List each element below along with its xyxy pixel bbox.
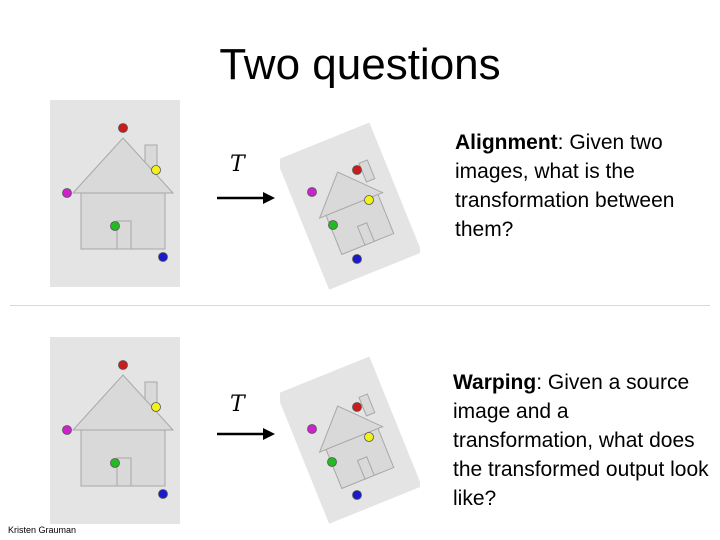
green-point <box>327 457 337 467</box>
transformed-house-image-1 <box>280 122 420 290</box>
red-point <box>352 165 362 175</box>
red-point <box>118 360 128 370</box>
red-point <box>352 402 362 412</box>
green-point <box>328 220 338 230</box>
blue-point <box>158 252 168 262</box>
warping-description: Warping: Given a source image and a tran… <box>453 368 711 513</box>
transform-label: T <box>230 152 245 177</box>
alignment-heading: Alignment <box>455 131 558 154</box>
yellow-point <box>364 432 374 442</box>
slide-title: Two questions <box>219 40 501 89</box>
green-point <box>110 221 120 231</box>
warping-heading: Warping <box>453 371 537 394</box>
magenta-point <box>62 425 72 435</box>
warping-text: : Given a source image and a transformat… <box>453 371 709 510</box>
transformed-house-image-2 <box>280 356 420 524</box>
author-credit: Kristen Grauman <box>8 525 77 535</box>
yellow-point <box>364 195 374 205</box>
source-house-image-1 <box>50 100 180 287</box>
transform-label: T <box>230 392 245 417</box>
source-house-image-2 <box>50 337 180 524</box>
magenta-point <box>62 188 72 198</box>
green-point <box>110 458 120 468</box>
magenta-point <box>307 187 317 197</box>
alignment-text: : Given two images, what is the transfor… <box>455 131 675 241</box>
arrow-right-icon <box>217 428 275 440</box>
blue-point <box>158 489 168 499</box>
yellow-point <box>151 402 161 412</box>
red-point <box>118 123 128 133</box>
magenta-point <box>307 424 317 434</box>
blue-point <box>352 490 362 500</box>
arrow-right-icon <box>217 192 275 204</box>
yellow-point <box>151 165 161 175</box>
blue-point <box>352 254 362 264</box>
alignment-description: Alignment: Given two images, what is the… <box>455 128 713 244</box>
row-divider <box>10 305 710 306</box>
